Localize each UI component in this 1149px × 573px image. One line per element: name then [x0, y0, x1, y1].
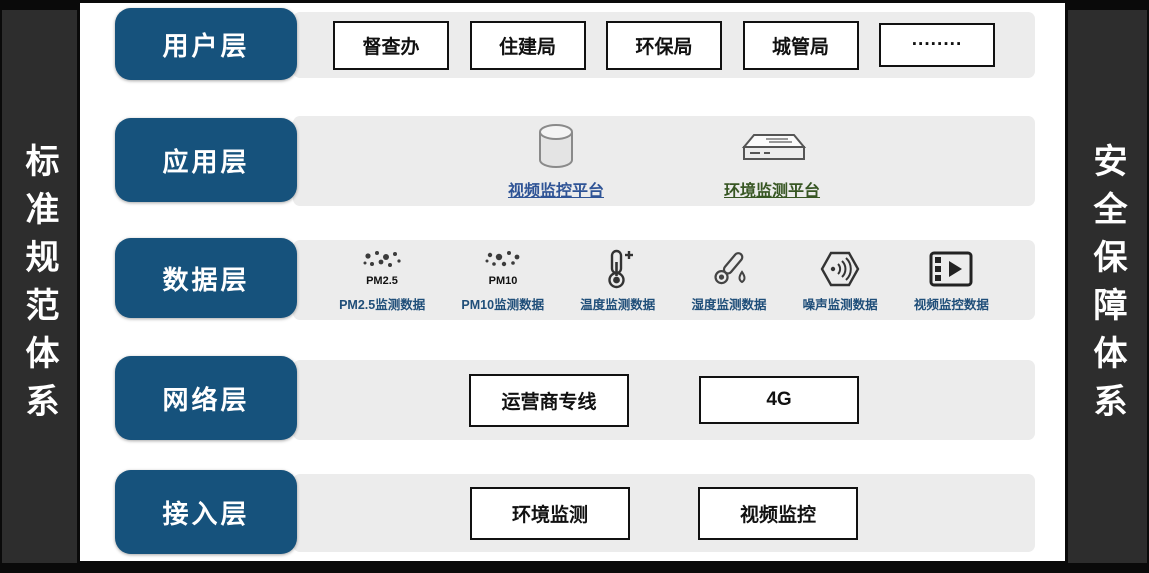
user-box-environment: 环保局	[606, 20, 722, 70]
row-application-layer: 视频监控平台 环境监测平台	[293, 116, 1035, 206]
user-box-more: ········	[879, 23, 995, 67]
row-network-layer: 运营商专线 4G	[293, 360, 1035, 440]
data-label-video: 视频监控数据	[913, 297, 989, 312]
layer-label-data: 数据层	[115, 238, 297, 318]
data-label-temperature: 温度监测数据	[580, 297, 656, 312]
server-switch-icon	[741, 134, 807, 160]
data-label-pm25: PM2.5监测数据	[339, 297, 426, 312]
noise-icon	[820, 251, 860, 286]
right-sidebar-security: 安全保障体系	[1068, 10, 1147, 563]
data-label-humidity: 湿度监测数据	[691, 297, 767, 312]
left-sidebar-standards: 标准规范体系	[2, 10, 77, 563]
layer-label-network: 网络层	[115, 356, 297, 440]
right-sidebar-title: 安全保障体系	[1088, 142, 1126, 431]
data-item-temperature: 温度监测数据	[580, 248, 655, 313]
network-box-carrier-line: 运营商专线	[469, 373, 629, 427]
data-item-video: 视频监控数据	[914, 248, 989, 313]
row-user-layer: 督查办 住建局 环保局 城管局 ········	[293, 12, 1035, 78]
layer-label-access: 接入层	[115, 470, 297, 554]
user-box-housing: 住建局	[469, 20, 586, 70]
access-box-env-monitoring: 环境监测	[470, 486, 630, 540]
svg-text:PM2.5: PM2.5	[366, 275, 398, 287]
app-item-video-platform: 视频监控平台	[508, 121, 604, 201]
app-label-video-platform: 视频监控平台	[507, 183, 604, 200]
video-data-icon	[929, 251, 973, 286]
data-item-noise: 噪声监测数据	[803, 248, 878, 313]
thermometer-icon	[608, 249, 633, 288]
data-label-noise: 噪声监测数据	[802, 297, 878, 312]
left-sidebar-title: 标准规范体系	[20, 142, 58, 431]
network-box-4g: 4G	[699, 376, 859, 424]
user-box-urban: 城管局	[742, 20, 859, 70]
access-box-video-surveillance: 视频监控	[698, 486, 858, 540]
app-label-env-platform: 环境监测平台	[724, 183, 821, 200]
layer-label-user: 用户层	[115, 8, 297, 80]
humidity-icon	[714, 251, 746, 284]
layer-label-application: 应用层	[115, 118, 297, 202]
svg-text:PM10: PM10	[488, 275, 517, 287]
data-item-pm25: PM2.5 PM2.5监测数据	[339, 248, 425, 313]
row-data-layer: PM2.5 PM2.5监测数据 PM10 PM10监测数据	[293, 240, 1035, 320]
data-item-pm10: PM10 PM10监测数据	[461, 248, 544, 313]
data-item-humidity: 湿度监测数据	[691, 248, 766, 313]
database-cylinder-icon	[538, 124, 573, 168]
row-access-layer: 环境监测 视频监控	[293, 474, 1035, 552]
data-label-pm10: PM10监测数据	[461, 297, 545, 312]
pm25-particles-icon: PM2.5	[363, 250, 401, 287]
user-box-supervision: 督查办	[333, 20, 449, 70]
app-item-env-platform: 环境监测平台	[724, 121, 820, 201]
pm10-particles-icon: PM10	[485, 250, 520, 287]
